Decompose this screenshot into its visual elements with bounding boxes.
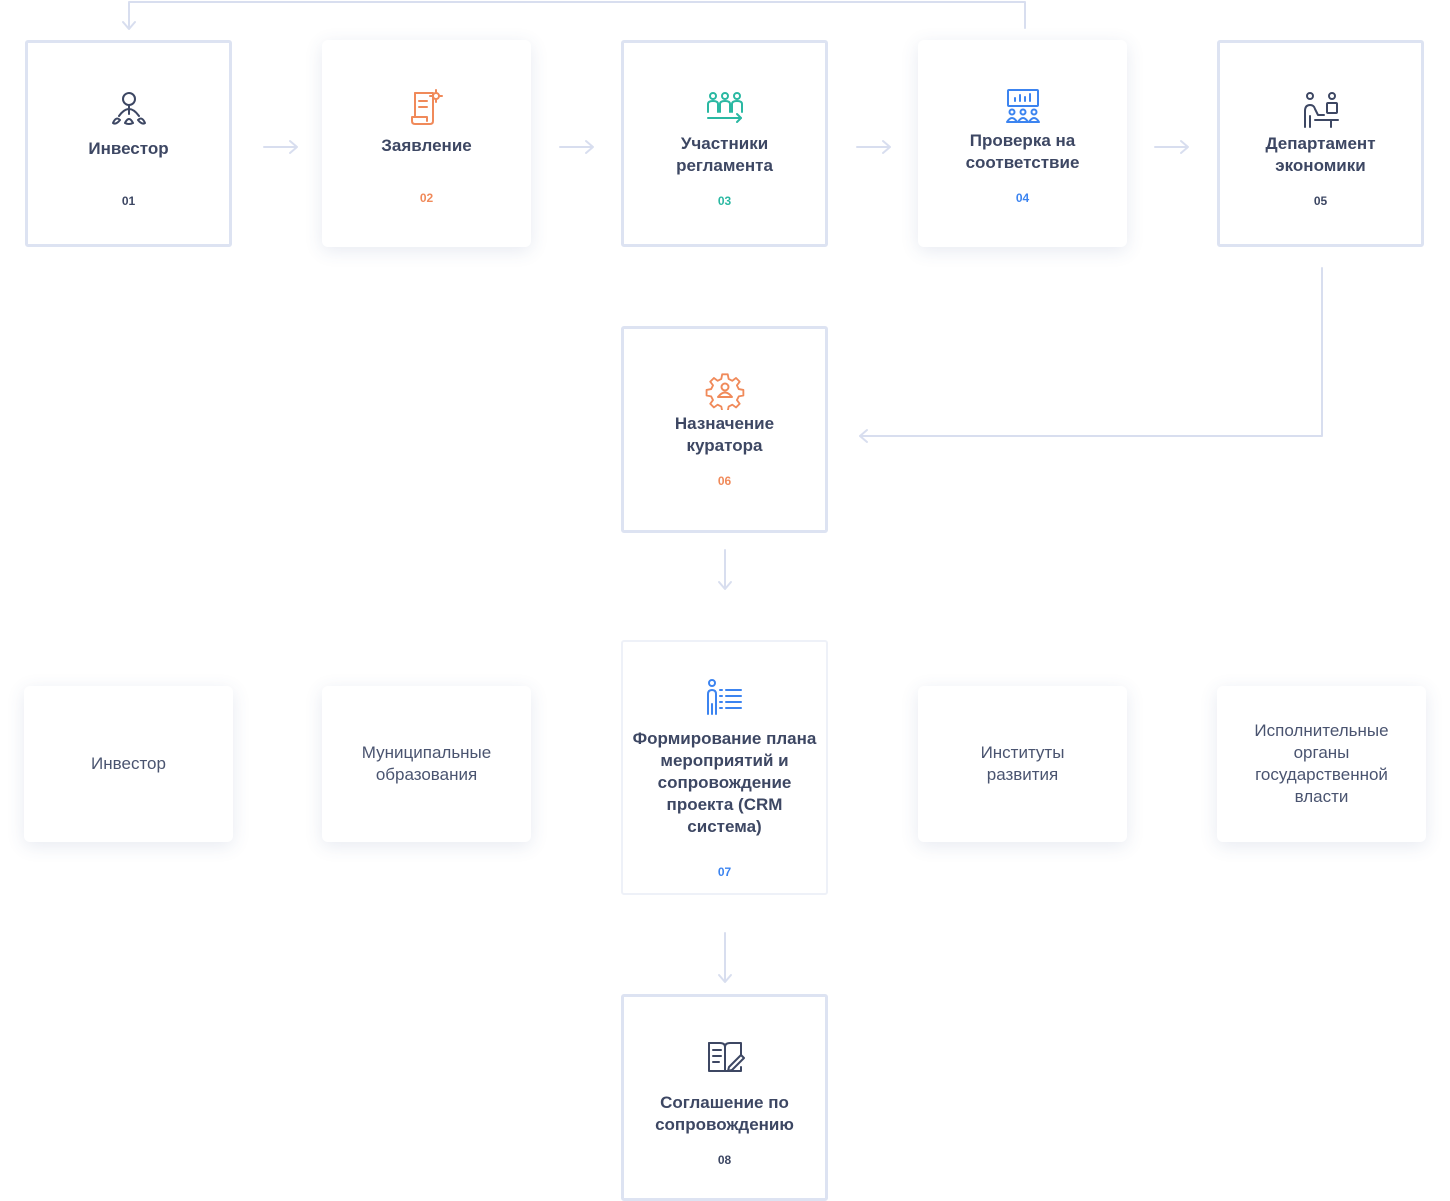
stakeholder-label: Институты развития [980,743,1065,784]
step-card-01: Инвестор 01 [25,40,232,247]
participants-icon [706,92,743,123]
person-list-icon [706,679,742,715]
gear-person-icon [705,373,744,410]
stakeholder-card-investor: Инвестор [24,686,233,842]
step-number: 08 [717,1153,732,1167]
arrow-07-08 [718,932,732,983]
step-title: Заявление [381,136,472,155]
stakeholder-label: Муниципальные образования [361,743,492,784]
step-title: Соглашение по сопровождению [655,1093,794,1134]
step-card-08: Соглашение по сопровождению 08 [621,994,828,1201]
step-number: 03 [717,194,732,208]
stakeholder-card-development-institutes: Институты развития [918,686,1127,842]
step-title: Назначение куратора [674,414,775,455]
step-title: Инвестор [88,139,169,158]
agreement-sign-icon [707,1042,745,1072]
step-card-06: Назначение куратора 06 [621,326,828,533]
arrow-05-06 [859,267,1323,437]
step-title: Формирование плана мероприятий и сопрово… [632,729,817,836]
office-worker-icon [1303,92,1339,128]
document-gear-icon [410,89,443,125]
stakeholder-card-municipalities: Муниципальные образования [322,686,531,842]
step-number: 01 [121,194,136,208]
arrow-06-07 [718,549,732,590]
arrow-04-05 [1154,140,1189,154]
arrow-01-02 [263,140,298,154]
step-card-05: Департамент экономики 05 [1217,40,1424,247]
step-card-04: Проверка на соответствие 04 [918,40,1127,247]
stakeholder-label: Инвестор [91,754,166,773]
arrow-03-04 [856,140,891,154]
step-number: 05 [1313,194,1328,208]
loop-arrow-04-to-01 [128,1,1026,29]
investor-icon [111,92,146,125]
arrow-02-03 [559,140,594,154]
stakeholder-label: Исполнительные органы государственной вл… [1254,721,1389,806]
step-title: Департамент экономики [1265,134,1376,175]
step-number: 06 [717,474,732,488]
step-title: Участники регламента [676,134,773,175]
step-number: 07 [717,865,732,879]
step-card-02: Заявление 02 [322,40,531,247]
step-number: 02 [419,191,434,205]
step-title: Проверка на соответствие [965,131,1080,172]
step-card-03: Участники регламента 03 [621,40,828,247]
step-card-07: Формирование плана мероприятий и сопрово… [621,640,828,895]
step-number: 04 [1015,191,1030,205]
stakeholder-card-executive-authorities: Исполнительные органы государственной вл… [1217,686,1426,842]
presentation-audience-icon [1005,89,1040,123]
